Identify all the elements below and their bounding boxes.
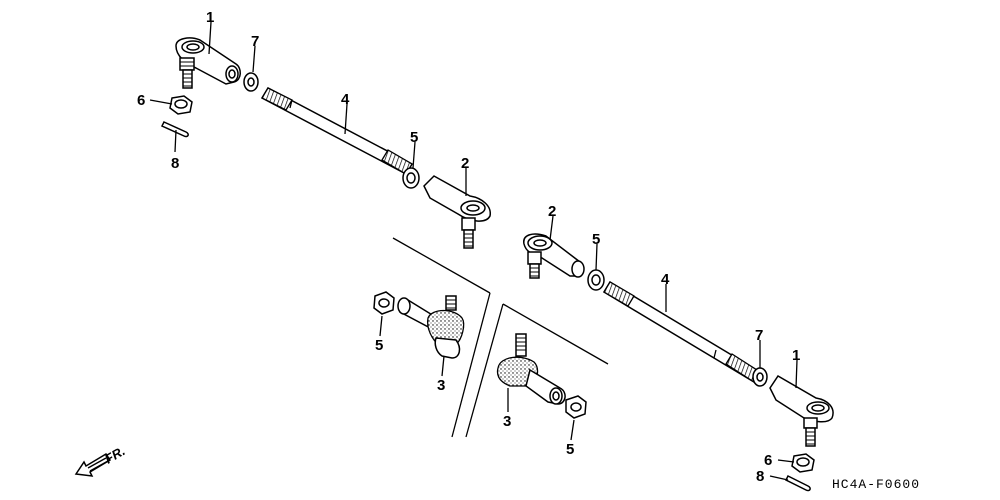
tie-rod-left [260, 87, 414, 175]
nut-5-inset-left [373, 291, 395, 315]
callout-5-right: 5 [592, 231, 600, 248]
callout-2-left: 2 [461, 155, 469, 172]
tie-rod-end-2-left [423, 175, 491, 249]
callout-8-right: 8 [756, 468, 764, 485]
front-direction-arrow: FR. [74, 443, 128, 477]
tie-rod-end-3-inset-right [496, 333, 566, 405]
callout-3-inset-left: 3 [437, 377, 445, 394]
callout-4-left: 4 [341, 91, 350, 108]
callout-1-right: 1 [792, 347, 800, 364]
callout-5-inset-left: 5 [375, 337, 383, 354]
tie-rod-end-right-bottom [769, 374, 834, 447]
callout-7-left: 7 [251, 33, 259, 50]
callout-8-left: 8 [171, 155, 179, 172]
nut-6-right [791, 453, 815, 473]
callout-labels: 1 7 6 8 4 5 2 2 5 4 7 1 6 8 5 3 3 5 [137, 9, 800, 485]
washer-7-left [243, 72, 259, 92]
nut-5-left [402, 167, 420, 189]
nut-5-inset-right [565, 395, 587, 419]
diagram-code: HC4A-F0600 [832, 477, 920, 492]
tie-rod-right [602, 280, 762, 384]
callout-2-right: 2 [548, 203, 556, 220]
nut-6-left [169, 95, 193, 115]
leader-lines [149, 21, 798, 481]
tie-rod-end-left-top [175, 37, 241, 89]
callout-1-top-left: 1 [206, 9, 214, 26]
cotter-pin-8-right [784, 474, 811, 492]
callout-7-right: 7 [755, 327, 763, 344]
nut-5-right [587, 269, 605, 291]
callout-6-right: 6 [764, 452, 772, 469]
callout-6-left: 6 [137, 92, 145, 109]
callout-5-left: 5 [410, 129, 418, 146]
cotter-pin-8-left [160, 121, 189, 138]
inset-divider-lines [392, 237, 609, 438]
tie-rod-end-3-inset-left [397, 295, 465, 359]
callout-4-right: 4 [661, 271, 670, 288]
washer-7-right [752, 367, 768, 387]
callout-3-inset-right: 3 [503, 413, 511, 430]
tie-rod-end-2-right [523, 233, 585, 279]
callout-5-inset-right: 5 [566, 441, 574, 458]
